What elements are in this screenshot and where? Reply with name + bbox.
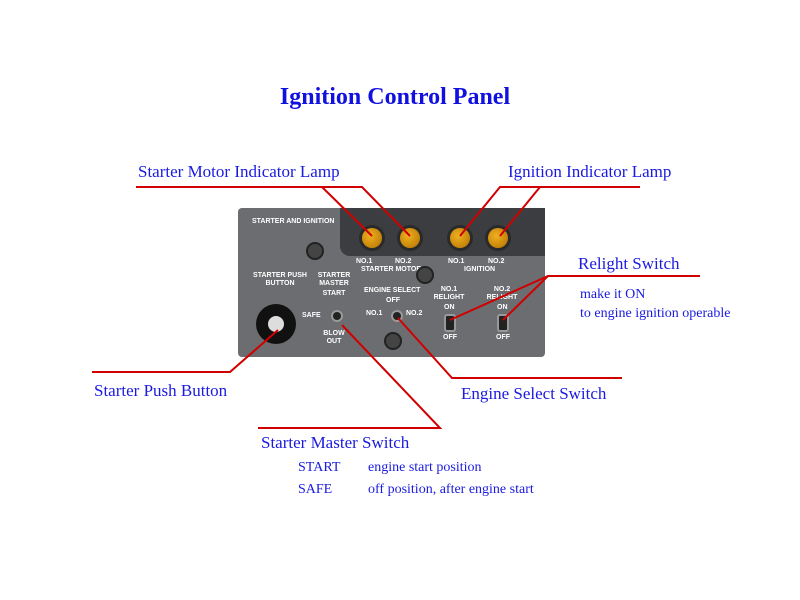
- leader-ignition-2: [499, 186, 541, 237]
- label-engine-select: ENGINE SELECT: [364, 287, 421, 294]
- leader-master: [258, 324, 443, 429]
- label-start: START: [322, 290, 346, 297]
- position-safe: SAFE: [298, 482, 333, 497]
- label-off: OFF: [386, 297, 400, 304]
- screw-icon: [384, 332, 402, 350]
- label-relight1: NO.1 RELIGHT: [433, 286, 465, 301]
- callout-starter-master: Starter Master Switch: [261, 433, 410, 452]
- leader-push-button: [92, 329, 279, 373]
- relight-note-1: make it ON: [580, 287, 646, 302]
- position-safe-desc: off position, after engine start: [368, 482, 534, 497]
- label-sel-no1: NO.1: [366, 310, 383, 317]
- callout-relight-switch: Relight Switch: [578, 254, 680, 273]
- leader-starter-motor: [136, 186, 411, 237]
- label-starter-motor: STARTER MOTOR: [361, 266, 422, 273]
- ignition-lamp-1: [450, 228, 470, 248]
- label-on2: ON: [497, 304, 508, 311]
- starter-motor-lamp-1: [362, 228, 382, 248]
- panel-header: STARTER AND IGNITION: [252, 218, 335, 225]
- leader-starter-motor-2: [321, 186, 373, 237]
- starter-motor-lamp-2: [400, 228, 420, 248]
- label-off1: OFF: [443, 334, 457, 341]
- screw-icon: [416, 266, 434, 284]
- label-sel-no2: NO.2: [406, 310, 423, 317]
- label-ignition: IGNITION: [464, 266, 496, 273]
- page-title: Ignition Control Panel: [279, 84, 511, 110]
- label-safe: SAFE: [302, 312, 321, 319]
- position-start: START: [298, 460, 341, 475]
- leader-relight-2: [502, 275, 549, 321]
- label-off2: OFF: [496, 334, 510, 341]
- label-master: STARTER MASTER: [317, 272, 351, 287]
- relight-note-2: to engine ignition operable: [580, 306, 731, 321]
- label-ign-no1: NO.1: [448, 258, 465, 265]
- button-cap: [268, 316, 284, 332]
- callout-engine-select: Engine Select Switch: [461, 384, 607, 403]
- label-blow-out: BLOW OUT: [323, 330, 345, 345]
- callout-starter-motor-lamp: Starter Motor Indicator Lamp: [138, 162, 340, 181]
- relight-switch-2[interactable]: [497, 314, 509, 332]
- label-no2: NO.2: [395, 258, 412, 265]
- label-push-button: STARTER PUSH BUTTON: [253, 272, 307, 287]
- label-no1: NO.1: [356, 258, 373, 265]
- callout-starter-push-button: Starter Push Button: [94, 381, 228, 400]
- leader-ignition: [459, 186, 640, 237]
- callout-ignition-lamp: Ignition Indicator Lamp: [508, 162, 672, 181]
- ignition-panel: STARTER AND IGNITION NO.1 NO.2 STARTER M…: [238, 208, 545, 357]
- leader-engine-select: [397, 317, 622, 379]
- label-ign-no2: NO.2: [488, 258, 505, 265]
- position-start-desc: engine start position: [368, 460, 482, 475]
- label-on1: ON: [444, 304, 455, 311]
- starter-master-switch[interactable]: [331, 310, 343, 322]
- screw-icon: [306, 242, 324, 260]
- starter-push-button[interactable]: [256, 304, 296, 344]
